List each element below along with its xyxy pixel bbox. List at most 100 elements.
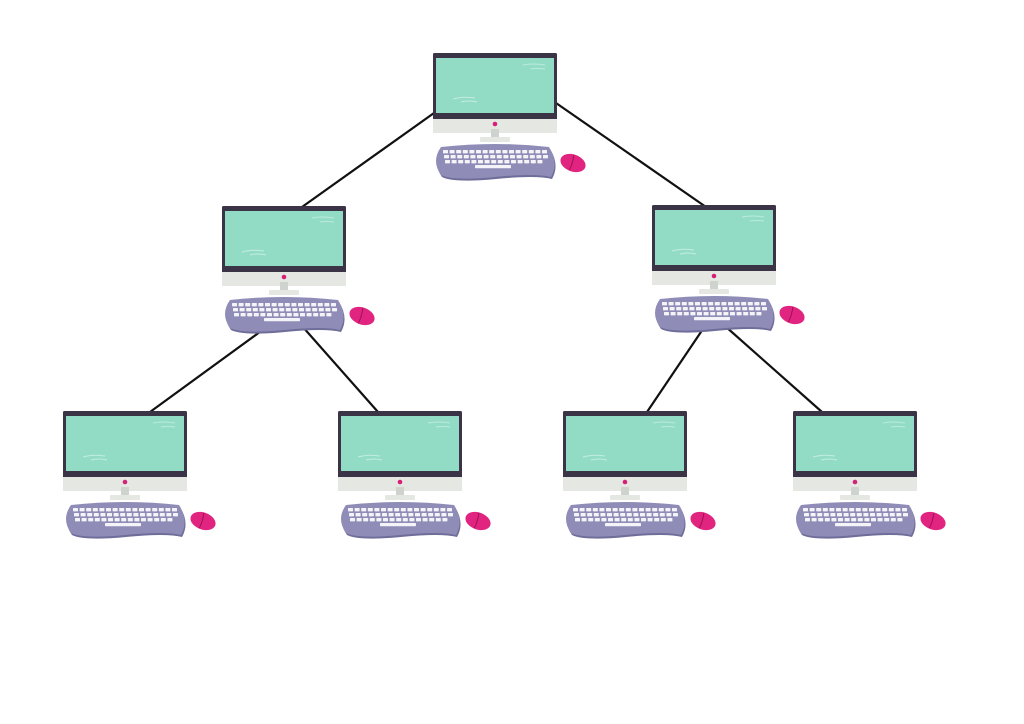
keyboard-key bbox=[414, 508, 419, 512]
keyboard-key bbox=[804, 513, 809, 517]
keyboard-key bbox=[890, 518, 896, 522]
keyboard-key bbox=[529, 155, 535, 159]
keyboard-key bbox=[396, 518, 402, 522]
keyboard-key bbox=[469, 150, 475, 154]
keyboard-key bbox=[409, 518, 415, 522]
computer-node-right-right[interactable] bbox=[793, 411, 948, 539]
monitor-stand bbox=[385, 495, 415, 500]
keyboard-key bbox=[272, 308, 278, 312]
keyboard-key bbox=[902, 508, 907, 512]
keyboard-key bbox=[471, 160, 477, 164]
keyboard-key bbox=[756, 312, 762, 316]
keyboard-key bbox=[639, 508, 644, 512]
keyboard-key bbox=[311, 303, 317, 307]
keyboard-key bbox=[247, 313, 253, 317]
keyboard-key bbox=[896, 513, 902, 517]
keyboard-spacebar bbox=[475, 165, 511, 169]
link-right-to-right-right bbox=[723, 324, 824, 414]
keyboard-key bbox=[714, 302, 720, 306]
keyboard-key bbox=[107, 513, 112, 517]
keyboard-key bbox=[79, 508, 85, 512]
keyboard-key bbox=[875, 508, 881, 512]
monitor-icon bbox=[793, 411, 917, 500]
keyboard-key bbox=[318, 308, 324, 312]
keyboard-key bbox=[108, 518, 113, 522]
keyboard-key bbox=[659, 513, 665, 517]
keyboard-key bbox=[511, 160, 516, 164]
keyboard-key bbox=[292, 308, 298, 312]
keyboard-spacebar bbox=[264, 318, 300, 322]
computer-node-right[interactable] bbox=[652, 205, 807, 333]
mouse-icon bbox=[349, 306, 375, 326]
keyboard-key bbox=[407, 508, 413, 512]
monitor-screen bbox=[796, 416, 914, 471]
screen-glare bbox=[152, 421, 176, 428]
screen-glare bbox=[582, 454, 608, 461]
keyboard-key bbox=[284, 303, 290, 307]
mouse-button-divider bbox=[198, 512, 205, 529]
keyboard-key bbox=[581, 518, 587, 522]
computer-node-left-right[interactable] bbox=[338, 411, 493, 539]
keyboard-key bbox=[258, 303, 264, 307]
keyboard-key bbox=[140, 513, 145, 517]
keyboard-key bbox=[441, 513, 447, 517]
computer-node-left-left[interactable] bbox=[63, 411, 218, 539]
keyboard-key bbox=[849, 508, 855, 512]
keyboard-key bbox=[100, 513, 106, 517]
mouse-icon bbox=[690, 511, 716, 531]
keyboard-key bbox=[523, 155, 529, 159]
power-led-icon bbox=[492, 121, 498, 127]
keyboard-key bbox=[158, 508, 164, 512]
keyboard-key bbox=[722, 307, 728, 311]
computer-node-root[interactable] bbox=[433, 53, 588, 181]
keyboard-key bbox=[652, 508, 658, 512]
keyboard-key bbox=[246, 308, 252, 312]
keyboard-key bbox=[300, 313, 305, 317]
keyboard-key bbox=[653, 513, 659, 517]
keyboard-key bbox=[647, 518, 653, 522]
keyboard-key bbox=[368, 513, 374, 517]
keyboard-key bbox=[884, 518, 890, 522]
keyboard-key bbox=[332, 308, 337, 312]
keyboard-key bbox=[579, 508, 585, 512]
keyboard-key bbox=[503, 155, 509, 159]
keyboard-key bbox=[619, 508, 625, 512]
keyboard-key bbox=[457, 155, 463, 159]
computer-node-right-left[interactable] bbox=[563, 411, 718, 539]
keyboard-key bbox=[448, 513, 453, 517]
keyboard-key bbox=[291, 303, 297, 307]
keyboard-key bbox=[697, 312, 702, 316]
keyboard-key bbox=[524, 160, 530, 164]
keyboard-key bbox=[601, 518, 607, 522]
keyboard-key bbox=[388, 513, 394, 517]
computer-node-left[interactable] bbox=[222, 206, 377, 334]
keyboard-key bbox=[477, 155, 482, 159]
keyboard-key bbox=[762, 307, 767, 311]
keyboard-key bbox=[495, 150, 501, 154]
keyboard-key bbox=[729, 307, 734, 311]
keyboard-key bbox=[504, 160, 510, 164]
keyboard-key bbox=[816, 508, 822, 512]
mouse-body bbox=[779, 305, 805, 325]
keyboard-key bbox=[401, 513, 407, 517]
screen-glare bbox=[82, 454, 108, 461]
keyboard-key bbox=[112, 508, 118, 512]
keyboard-key bbox=[640, 513, 645, 517]
keyboard-key bbox=[73, 508, 78, 512]
screen-glare bbox=[882, 421, 906, 428]
keyboard-key bbox=[864, 518, 870, 522]
keyboard-key bbox=[517, 160, 523, 164]
keyboard-key bbox=[429, 518, 435, 522]
keyboard-key bbox=[888, 508, 894, 512]
keyboard-key bbox=[677, 312, 683, 316]
link-right-to-right-left bbox=[645, 324, 707, 414]
keyboard-key bbox=[134, 518, 140, 522]
keyboard-key bbox=[665, 508, 671, 512]
keyboard-key bbox=[232, 303, 237, 307]
keyboard-key bbox=[252, 308, 258, 312]
keyboard-key bbox=[317, 303, 323, 307]
keyboard-key bbox=[736, 312, 742, 316]
mouse-icon bbox=[190, 511, 216, 531]
keyboard-key bbox=[165, 508, 171, 512]
power-led-icon bbox=[397, 479, 403, 485]
